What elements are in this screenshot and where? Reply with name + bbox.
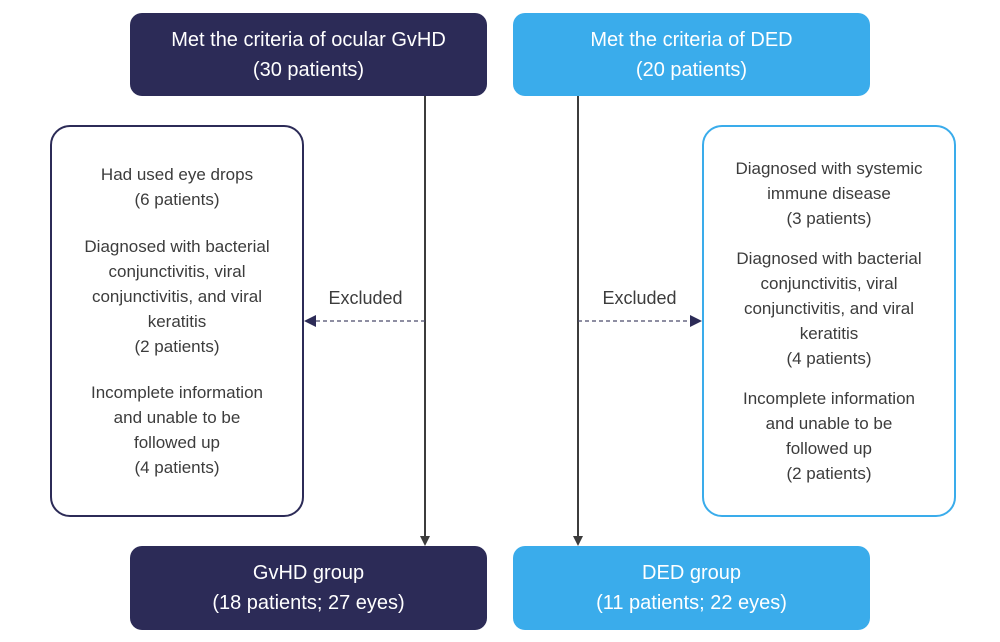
gvhd-exclusion-item: Diagnosed with bacterial conjunctivitis,… <box>84 236 270 356</box>
gvhd-group-title: GvHD group <box>252 562 365 584</box>
ded-exclusion-item: Diagnosed with systemic immune disease (… <box>735 159 923 228</box>
ded-criteria-box: Met the criteria of DED (20 patients) <box>513 13 870 96</box>
ded-criteria-count: (20 patients) <box>635 58 748 81</box>
ded-criteria-title: Met the criteria of DED <box>590 28 793 51</box>
gvhd-group-count: (18 patients; 27 eyes) <box>212 592 405 614</box>
ded-group-title: DED group <box>642 562 741 584</box>
gvhd-exclusion-item: Incomplete information and unable to be … <box>91 382 263 477</box>
gvhd-excluded-label: Excluded <box>328 288 403 308</box>
ded-exclusion-box: Diagnosed with systemic immune disease (… <box>702 125 956 517</box>
gvhd-criteria-title: Met the criteria of ocular GvHD <box>171 28 446 51</box>
ded-exclusion-item: Diagnosed with bacterial conjunctivitis,… <box>736 249 922 368</box>
gvhd-group-box: GvHD group (18 patients; 27 eyes) <box>130 546 487 630</box>
ded-group-count: (11 patients; 22 eyes) <box>596 592 787 614</box>
gvhd-exclusion-box: Had used eye drops (6 patients) Diagnose… <box>50 125 304 517</box>
gvhd-exclusion-item: Had used eye drops (6 patients) <box>100 165 254 210</box>
ded-group-box: DED group (11 patients; 22 eyes) <box>513 546 870 630</box>
gvhd-criteria-box: Met the criteria of ocular GvHD (30 pati… <box>130 13 487 96</box>
gvhd-criteria-count: (30 patients) <box>252 58 365 81</box>
ded-exclusion-item: Incomplete information and unable to be … <box>743 389 915 483</box>
ded-excluded-label: Excluded <box>602 288 677 308</box>
